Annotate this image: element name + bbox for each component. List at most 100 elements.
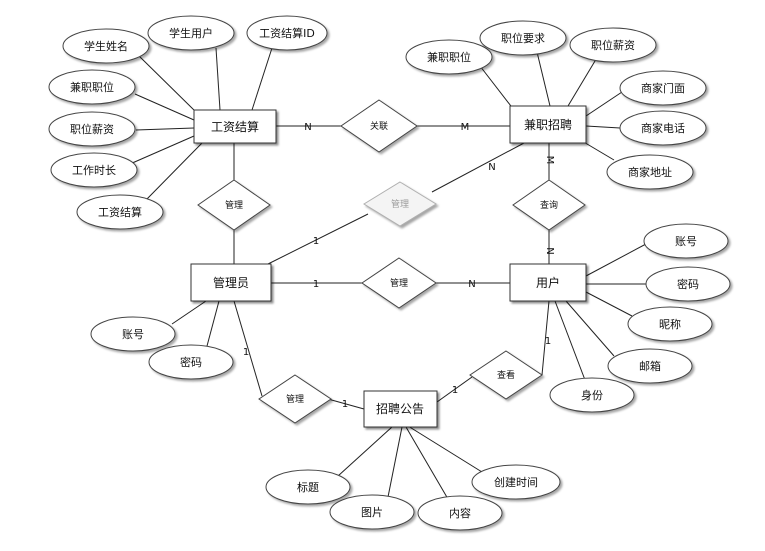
entity-user: 用户 <box>509 263 587 302</box>
rel-manage-user: 管理 <box>361 257 437 309</box>
edge-salary-job-pay <box>135 127 195 131</box>
edge-job-store-name <box>585 91 623 117</box>
entity-user-label: 用户 <box>536 275 560 290</box>
card-admin-notice-top: 1 <box>243 347 249 358</box>
attr-user-email: 邮箱 <box>607 348 693 384</box>
rel-link: 关联 <box>340 99 418 153</box>
attr-notice-content-label: 内容 <box>449 506 471 520</box>
attr-user-identity-label: 身份 <box>581 388 603 402</box>
attr-job-requirement: 职位要求 <box>479 20 567 56</box>
edge-notice-content <box>405 426 449 500</box>
rel-manage-job-label: 管理 <box>391 198 409 210</box>
attr-job-store-name: 商家门面 <box>619 70 707 106</box>
edge-job-requirement <box>536 51 551 107</box>
entity-notice-label: 招聘公告 <box>376 402 424 416</box>
rel-query-job-label: 查询 <box>540 199 558 211</box>
attr-salary-hours: 工作时长 <box>50 152 138 188</box>
attr-user-nickname: 昵称 <box>627 306 713 342</box>
card-admin-notice-bottom: 1 <box>342 399 348 410</box>
attr-notice-title: 标题 <box>265 469 351 505</box>
edge-salary-id <box>251 47 273 111</box>
attr-user-password-label: 密码 <box>677 277 699 291</box>
attr-salary-hours-label: 工作时长 <box>72 164 116 177</box>
entity-salary: 工资结算 <box>193 109 277 144</box>
attr-salary-student-name-label: 学生姓名 <box>84 39 128 53</box>
card-job-query: M <box>544 156 555 165</box>
entity-notice: 招聘公告 <box>363 390 438 428</box>
attr-job-store-name-label: 商家门面 <box>641 81 685 95</box>
edge-notice-created <box>407 425 483 473</box>
rel-manage-job: 管理 <box>363 181 437 227</box>
edge-notice-title <box>337 426 393 477</box>
attr-notice-created: 创建时间 <box>471 464 561 500</box>
attr-notice-created-label: 创建时间 <box>494 475 538 489</box>
edge-user-identity <box>554 300 586 381</box>
attr-salary-job-title-label: 兼职职位 <box>70 80 114 94</box>
cardinality-labels: N M M N 1 N 1 N 1 1 1 1 <box>243 122 555 410</box>
card-admin-manage-job: 1 <box>313 236 319 247</box>
card-user-view: 1 <box>545 336 551 347</box>
attr-job-store-address: 商家地址 <box>606 154 694 190</box>
attr-notice-title-label: 标题 <box>297 480 319 494</box>
card-admin-manage-user: 1 <box>313 279 319 290</box>
attr-job-pay: 职位薪资 <box>569 27 657 63</box>
attr-user-nickname-label: 昵称 <box>659 317 681 331</box>
rel-query-job: 查询 <box>512 179 586 231</box>
attr-job-pay-label: 职位薪资 <box>591 38 635 52</box>
attr-job-title-label: 兼职职位 <box>427 50 471 64</box>
rel-manage-salary: 管理 <box>197 179 271 231</box>
attr-user-account-label: 账号 <box>675 235 697 248</box>
rel-manage-notice-label: 管理 <box>286 393 304 405</box>
edge-admin-manage-job <box>267 213 369 265</box>
attr-user-account: 账号 <box>643 223 729 259</box>
attr-salary-id: 工资结算ID <box>246 15 328 51</box>
entity-job-label: 兼职招聘 <box>524 118 572 132</box>
rel-view-notice-label: 查看 <box>497 369 515 381</box>
attr-user-password: 密码 <box>645 266 731 302</box>
edge-job-store-address <box>581 140 615 161</box>
edge-user-nickname <box>585 291 633 317</box>
rel-link-label: 关联 <box>370 120 388 132</box>
card-job-manage-admin: N <box>488 162 495 173</box>
attr-job-title: 兼职职位 <box>405 39 493 75</box>
attr-admin-password-label: 密码 <box>180 355 202 369</box>
attr-salary-amount: 工资结算 <box>76 194 164 230</box>
edge-manage-notice-notice <box>327 398 365 410</box>
entity-salary-label: 工资结算 <box>211 119 259 134</box>
attr-admin-account-label: 账号 <box>122 328 144 341</box>
attr-salary-job-pay-label: 职位薪资 <box>70 122 114 136</box>
card-user-query: N <box>544 247 555 254</box>
attr-job-store-phone-label: 商家电话 <box>641 121 685 135</box>
attr-job-store-phone: 商家电话 <box>619 110 707 146</box>
attr-salary-student-name: 学生姓名 <box>62 28 150 64</box>
edge-user-account <box>585 243 647 277</box>
edge-admin-manage-notice <box>233 300 263 397</box>
edges <box>129 47 648 500</box>
edge-job-title <box>479 65 515 111</box>
entity-admin: 管理员 <box>190 263 272 302</box>
rel-manage-notice: 管理 <box>258 374 332 424</box>
attr-salary-job-pay: 职位薪资 <box>48 111 136 147</box>
attr-admin-account: 账号 <box>90 316 176 352</box>
edge-view-notice <box>436 376 473 403</box>
attr-user-identity: 身份 <box>549 377 635 413</box>
card-salary-link: N <box>304 122 311 133</box>
entity-job: 兼职招聘 <box>509 105 587 144</box>
edge-salary-hours <box>129 135 195 165</box>
rel-manage-salary-label: 管理 <box>225 199 243 211</box>
attr-user-email-label: 邮箱 <box>639 359 661 373</box>
entity-admin-label: 管理员 <box>213 275 249 290</box>
card-notice-view: 1 <box>452 385 458 396</box>
attr-job-store-address-label: 商家地址 <box>628 165 672 179</box>
attr-job-requirement-label: 职位要求 <box>501 31 545 45</box>
attr-salary-amount-label: 工资结算 <box>98 205 142 219</box>
edge-salary-job-title <box>134 93 195 121</box>
edge-salary-amount <box>145 141 204 201</box>
rel-view-notice: 查看 <box>469 350 543 400</box>
edge-notice-image <box>387 426 403 498</box>
edge-admin-account <box>171 300 207 325</box>
edge-admin-password <box>206 300 220 347</box>
attr-salary-id-label: 工资结算ID <box>259 26 315 40</box>
